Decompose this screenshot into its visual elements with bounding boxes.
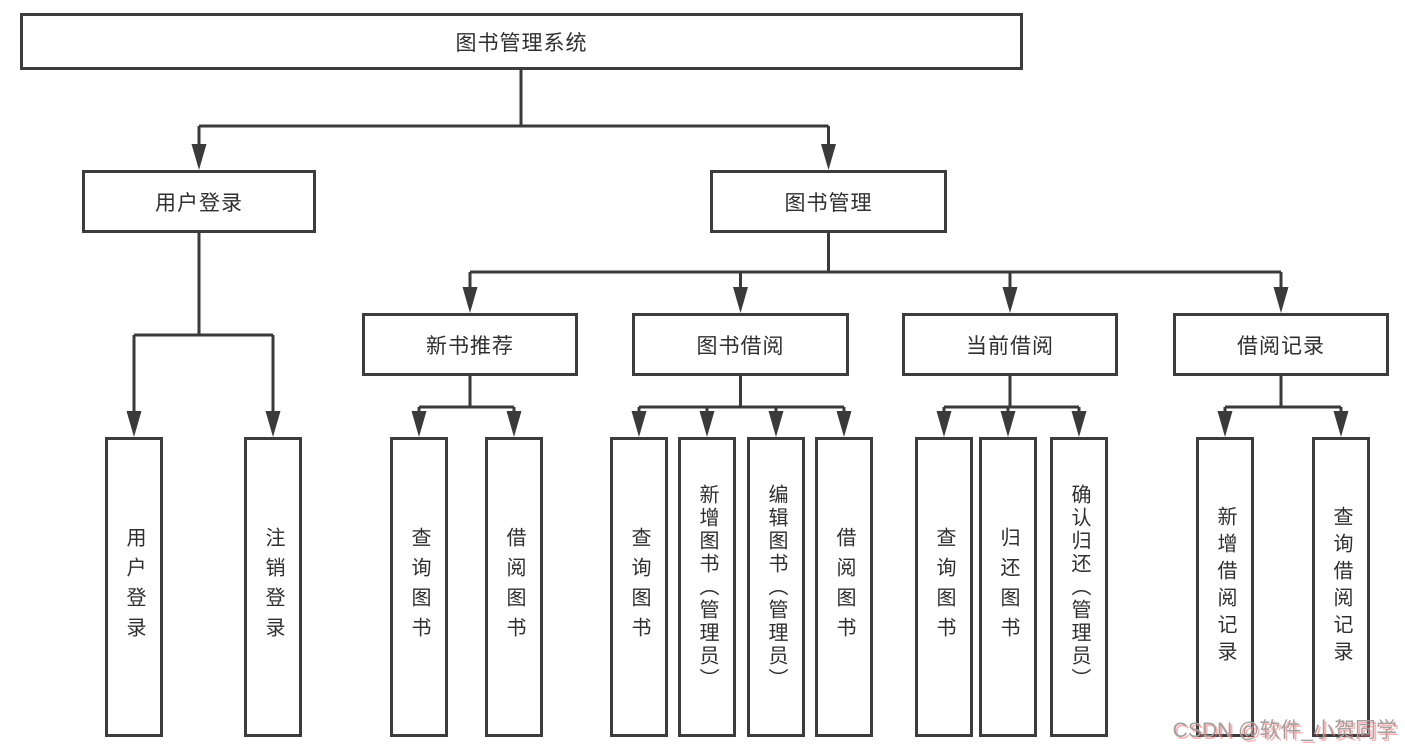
node-root: 图书管理系统 [20,13,1023,70]
leaf-records-query-record: 查询借阅记录 [1312,437,1370,737]
leaf-recommend-borrow-books-label: 借阅图书 [503,527,525,647]
node-book-borrow: 图书借阅 [632,313,849,376]
leaf-current-confirm-return-admin: 确认归还（管理员） [1050,437,1108,737]
leaf-recommend-query-books-label: 查询图书 [408,527,430,647]
leaf-logout-label: 注销登录 [262,527,284,647]
leaf-borrow-edit-books-admin-label: 编辑图书（管理员） [765,483,787,691]
leaf-current-return-books-label: 归还图书 [997,527,1019,647]
leaf-borrow-query-books: 查询图书 [610,437,668,737]
node-borrow-records: 借阅记录 [1173,313,1389,376]
leaf-records-query-record-label: 查询借阅记录 [1330,506,1352,668]
leaf-current-confirm-return-admin-label: 确认归还（管理员） [1068,483,1090,691]
leaf-borrow-add-books-admin-label: 新增图书（管理员） [696,483,718,691]
leaf-recommend-borrow-books: 借阅图书 [485,437,543,737]
node-current-borrow: 当前借阅 [902,313,1118,376]
leaf-current-query-books-label: 查询图书 [933,527,955,647]
leaf-borrow-query-books-label: 查询图书 [628,527,650,647]
leaf-borrow-add-books-admin: 新增图书（管理员） [678,437,736,737]
leaf-current-query-books: 查询图书 [915,437,973,737]
leaf-records-add-record: 新增借阅记录 [1196,437,1254,737]
leaf-borrow-borrow-books-label: 借阅图书 [833,527,855,647]
leaf-borrow-borrow-books: 借阅图书 [815,437,873,737]
leaf-logout: 注销登录 [244,437,302,737]
csdn-watermark: CSDN @软件_小贺同学 [1172,719,1397,742]
leaf-borrow-edit-books-admin: 编辑图书（管理员） [747,437,805,737]
leaf-user-login: 用户登录 [105,437,163,737]
leaf-records-add-record-label: 新增借阅记录 [1214,506,1236,668]
node-user-login: 用户登录 [82,170,316,233]
leaf-recommend-query-books: 查询图书 [390,437,448,737]
leaf-user-login-label: 用户登录 [123,527,145,647]
leaf-current-return-books: 归还图书 [979,437,1037,737]
node-new-book-recommend: 新书推荐 [362,313,578,376]
node-book-management: 图书管理 [710,170,947,233]
